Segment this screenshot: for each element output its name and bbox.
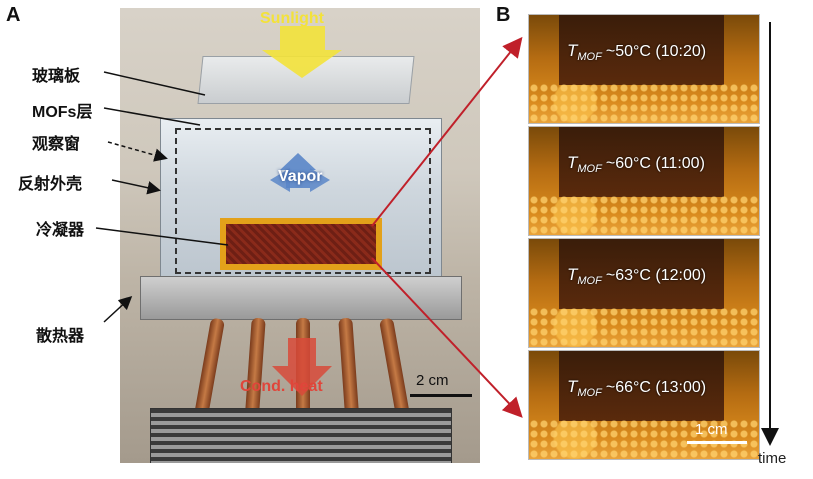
device-photo: Sunlight Vapor Cond. heat	[120, 8, 480, 463]
leader-glass-plate	[103, 71, 206, 96]
frame-3: TMOF~63°C (12:00)	[528, 238, 760, 348]
frame-2: TMOF~60°C (11:00)	[528, 126, 760, 236]
frame-4-label: TMOF~66°C (13:00)	[567, 377, 707, 399]
arrow-to-frame-top	[371, 36, 523, 227]
sunlight-label: Sunlight	[260, 10, 324, 27]
cond-heat-arrow-icon	[272, 338, 332, 396]
leader-observation-window	[107, 141, 168, 162]
leader-condenser	[95, 227, 229, 246]
label-observation-window: 观察窗	[32, 136, 81, 153]
vapor-label: Vapor	[278, 168, 323, 185]
frame-1-label: TMOF~50°C (10:20)	[567, 41, 707, 63]
arrow-to-frame-bottom	[371, 257, 523, 418]
panel-a-label: A	[6, 4, 21, 26]
leader-heat-sink	[103, 295, 133, 323]
scale-bar-a-label: 2 cm	[416, 372, 449, 389]
sunlight-arrow-icon	[262, 26, 342, 78]
label-condenser: 冷凝器	[36, 222, 85, 239]
scale-bar-a	[410, 394, 472, 397]
heat-sink-fins	[150, 408, 452, 463]
label-mofs-layer: MOFs层	[32, 104, 93, 121]
frame-4: TMOF~66°C (13:00) 1 cm	[528, 350, 760, 460]
frame-2-label: TMOF~60°C (11:00)	[567, 153, 705, 175]
panel-b-label: B	[496, 4, 511, 26]
observation-window-outline	[175, 128, 431, 274]
overlay-arrows	[262, 26, 342, 396]
scale-bar-b	[687, 441, 747, 444]
cond-heat-label: Cond. heat	[240, 378, 323, 395]
frame-1: TMOF~50°C (10:20)	[528, 14, 760, 124]
leader-reflective-shell	[111, 179, 161, 195]
scale-bar-b-label: 1 cm	[695, 421, 728, 438]
leader-mofs-layer	[103, 107, 201, 126]
frame-3-label: TMOF~63°C (12:00)	[567, 265, 707, 287]
time-label: time	[758, 450, 787, 467]
label-heat-sink: 散热器	[36, 328, 85, 345]
label-reflective-shell: 反射外壳	[18, 176, 83, 193]
label-glass-plate: 玻璃板	[32, 68, 81, 85]
